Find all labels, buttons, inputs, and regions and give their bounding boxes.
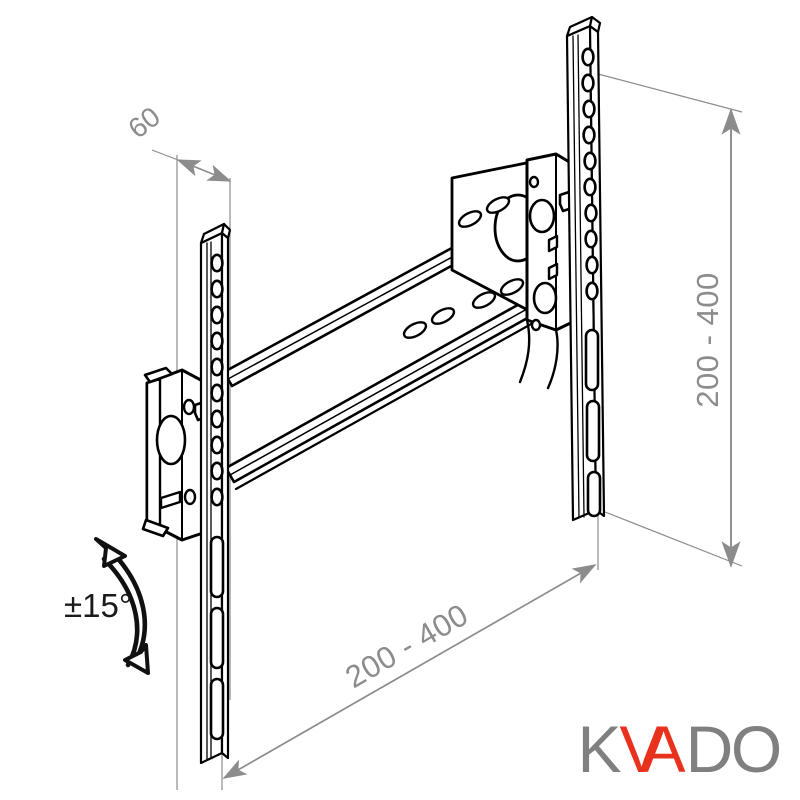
leader-line (151, 149, 187, 164)
dimension-line (176, 159, 232, 182)
dimension-line (222, 564, 597, 779)
logo-letter-a: A (641, 712, 686, 786)
tilt-angle-annotation: ±15° (64, 537, 150, 675)
left-rail (199, 222, 232, 765)
logo-letter-k: K (577, 712, 622, 786)
logo-letter-v: V (619, 712, 664, 786)
logo-letter-d: D (686, 712, 735, 786)
curved-double-arrow-icon (94, 537, 150, 675)
right-rail (565, 15, 606, 522)
logo-kvado: K V A D O (577, 712, 783, 786)
left-tv-mount-plate (141, 366, 215, 542)
left-rail-slots (209, 535, 225, 741)
dimension-label-vesa-vertical: 200 - 400 (690, 272, 725, 408)
logo-letter-o: O (731, 712, 783, 786)
mount-plate-cutout (155, 414, 187, 466)
cross-beam-lower (224, 286, 560, 491)
product-assembly (141, 15, 606, 765)
extension-line-top (597, 73, 743, 113)
dimension-vesa-vertical: 200 - 400 (597, 73, 743, 568)
extension-line-bottom (599, 509, 743, 567)
dimension-vesa-horizontal: 200 - 400 (221, 500, 599, 790)
dimension-label-depth: 60 (122, 101, 166, 145)
tilt-angle-label: ±15° (64, 587, 132, 624)
right-rail-slots (584, 328, 602, 518)
